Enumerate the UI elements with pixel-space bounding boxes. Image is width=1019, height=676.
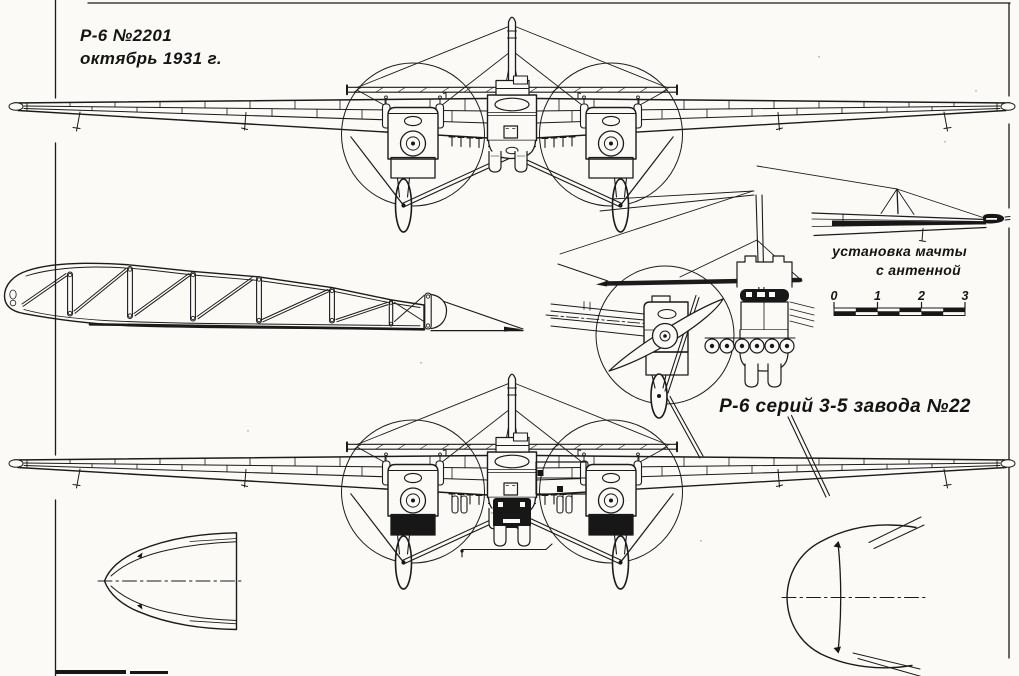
antenna-mast-side-view <box>756 165 1011 242</box>
scale-tick-2: 2 <box>917 289 925 303</box>
nose-plan-view-left <box>97 532 244 631</box>
front-view-bottom <box>9 374 1015 589</box>
paper-speckles <box>247 56 977 542</box>
nose-plan-view-right <box>781 516 929 676</box>
caption-antenna-note: установка мачты с антенной <box>831 243 967 278</box>
page-frame <box>54 0 1011 676</box>
caption-series: Р-6 серий 3-5 завода №22 <box>719 396 971 417</box>
caption-antenna-line1: установка мачты <box>831 243 967 259</box>
caption-variant-top: Р-6 №2201 октябрь 1931 г. <box>80 26 222 68</box>
caption-variant-top-line1: Р-6 №2201 <box>80 26 172 45</box>
scale-tick-3: 3 <box>962 289 969 303</box>
caption-variant-top-line2: октябрь 1931 г. <box>80 49 222 68</box>
scale-tick-1: 1 <box>874 289 881 303</box>
front-view-bottom-extras <box>391 461 633 558</box>
caption-antenna-line2: с антенной <box>876 262 961 278</box>
wing-rib-section <box>3 262 524 332</box>
scale-bar: 0 1 2 3 <box>831 289 969 316</box>
engine-nacelle-closeup <box>545 190 831 498</box>
scale-tick-0: 0 <box>831 289 838 303</box>
